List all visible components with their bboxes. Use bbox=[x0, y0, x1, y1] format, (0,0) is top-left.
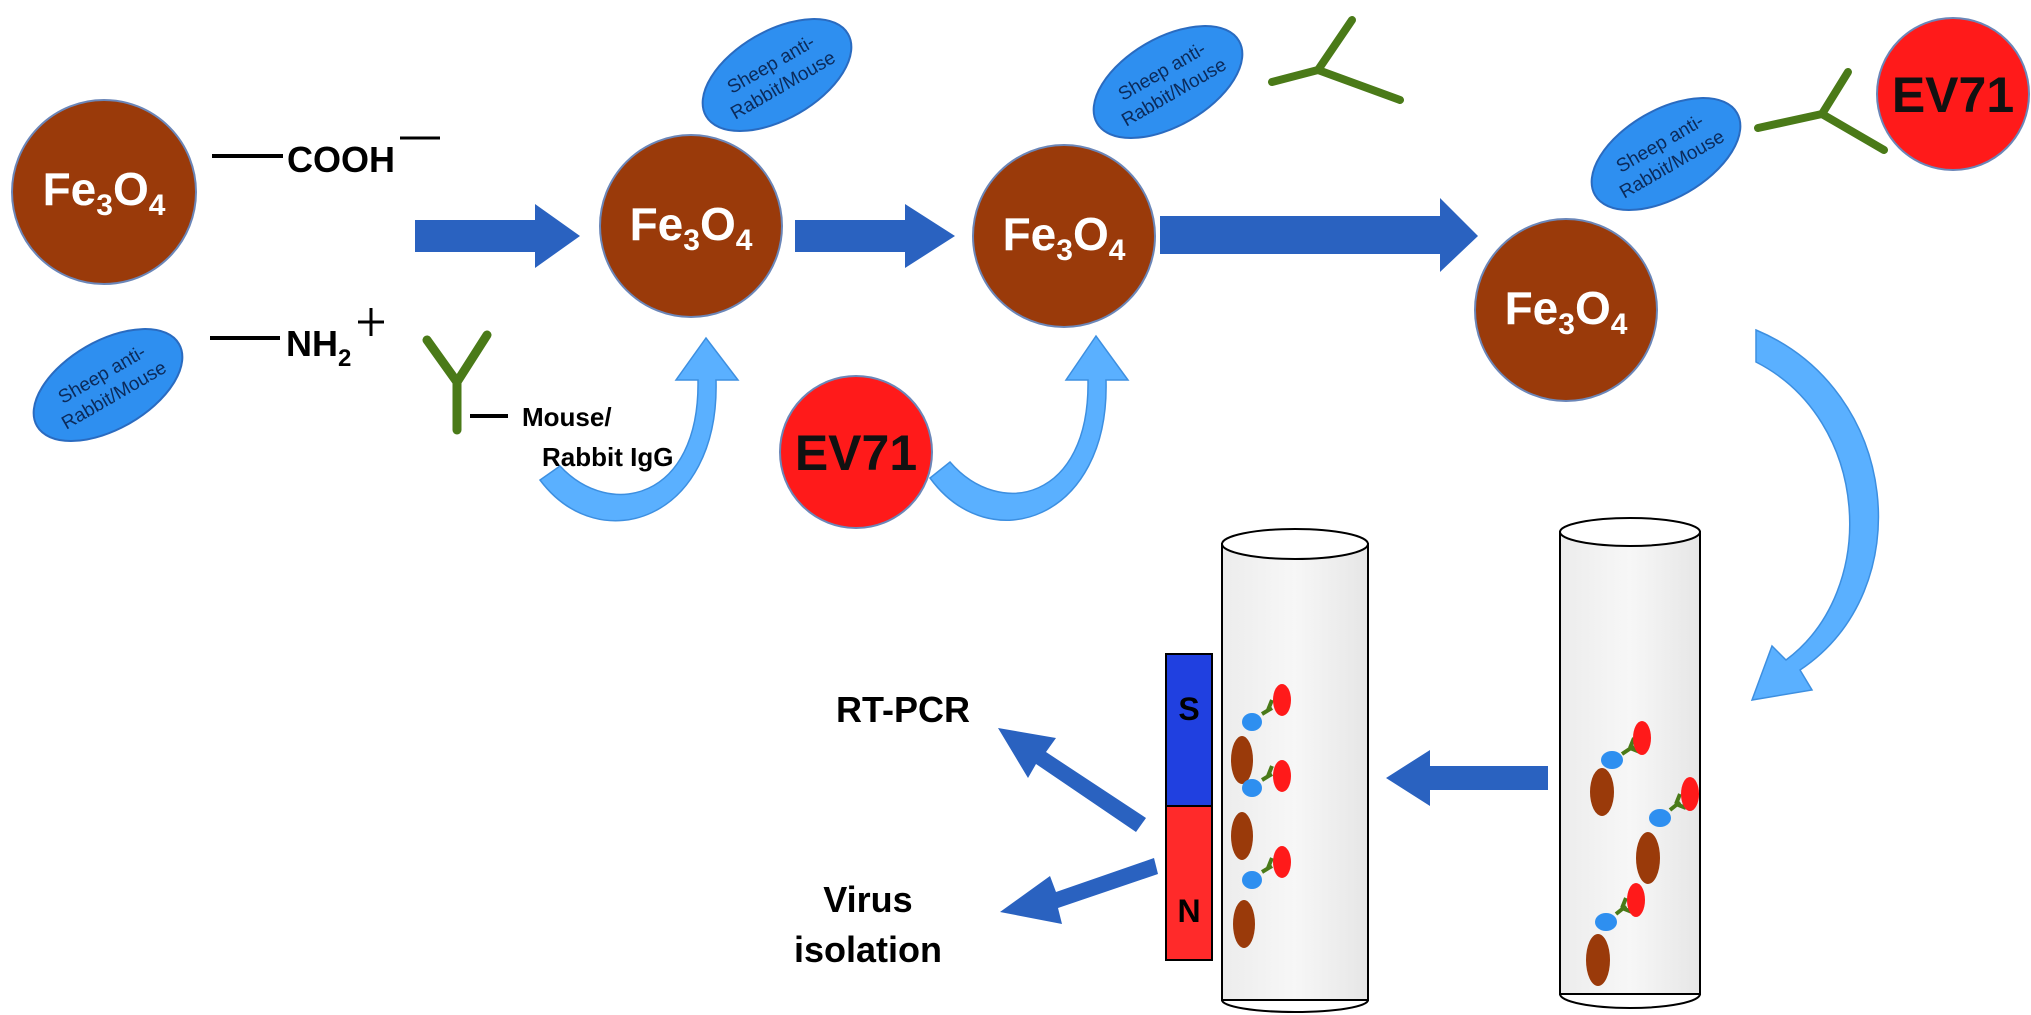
svg-text:Fe3O4: Fe3O4 bbox=[1003, 208, 1126, 267]
svg-text:Fe3O4: Fe3O4 bbox=[43, 163, 166, 222]
fe3o4-particle-4: Fe3O4 bbox=[1474, 218, 1658, 402]
complexes-dispersed bbox=[1586, 721, 1699, 986]
fe3o4-label-base: Fe bbox=[43, 163, 97, 215]
svg-text:Fe3O4: Fe3O4 bbox=[630, 198, 753, 257]
curve-arrow-virus bbox=[928, 334, 1130, 521]
arrow-step-2 bbox=[795, 204, 955, 268]
arrow-step-3 bbox=[1160, 198, 1478, 272]
sheep-antibody-blob-amine: Sheep anti- Rabbit/Mouse bbox=[32, 328, 184, 442]
sheep-antibody-blob-3: Sheep anti- Rabbit/Mouse bbox=[1092, 25, 1244, 139]
igg-label-line1: Mouse/ bbox=[522, 402, 612, 432]
sheep-antibody-blob-2: Sheep anti- Rabbit/Mouse bbox=[701, 18, 853, 132]
fe3o4-particle-2: Fe3O4 bbox=[599, 134, 783, 318]
magnet-south-label: S bbox=[1178, 691, 1199, 727]
igg-label-line2: Rabbit IgG bbox=[542, 442, 673, 472]
arrow-step-1 bbox=[415, 204, 580, 268]
fe3o4-particle-start: Fe3O4 bbox=[11, 99, 197, 285]
igg-antibody-icon-3 bbox=[1268, 16, 1404, 104]
igg-antibody-icon bbox=[422, 330, 492, 435]
tube-unseparated bbox=[1559, 517, 1701, 1009]
curve-arrow-to-tube bbox=[1750, 328, 1880, 701]
magnet-north-label: N bbox=[1177, 893, 1200, 929]
arrow-to-magnet-tube bbox=[1386, 750, 1548, 806]
sheep-antibody-blob-4: Sheep anti- Rabbit/Mouse bbox=[1590, 97, 1742, 211]
svg-text:EV71: EV71 bbox=[795, 425, 917, 481]
curve-arrow-igg bbox=[538, 336, 740, 522]
svg-text:Fe3O4: Fe3O4 bbox=[1505, 282, 1628, 341]
ev71-virus-mid: EV71 bbox=[779, 375, 933, 529]
igg-antibody-icon-4 bbox=[1754, 68, 1888, 154]
arrow-to-rtpcr bbox=[998, 728, 1146, 832]
arrow-to-isolation bbox=[1000, 858, 1158, 924]
isolation-label-line1: Virus bbox=[823, 879, 912, 920]
magnet-north-pole bbox=[1165, 805, 1213, 961]
fe3o4-particle-3: Fe3O4 bbox=[972, 144, 1156, 328]
magnet: S N bbox=[1165, 653, 1213, 961]
isolation-label-line2: isolation bbox=[794, 929, 942, 970]
ev71-virus-bound: EV71 bbox=[1876, 17, 2030, 171]
complexes-concentrated bbox=[1231, 684, 1291, 948]
carboxyl-label: COOH bbox=[287, 139, 395, 180]
amine-label: NH2 bbox=[286, 323, 351, 372]
rtpcr-label: RT-PCR bbox=[836, 689, 970, 730]
svg-text:EV71: EV71 bbox=[1892, 67, 2014, 123]
magnet-south-pole bbox=[1165, 653, 1213, 807]
